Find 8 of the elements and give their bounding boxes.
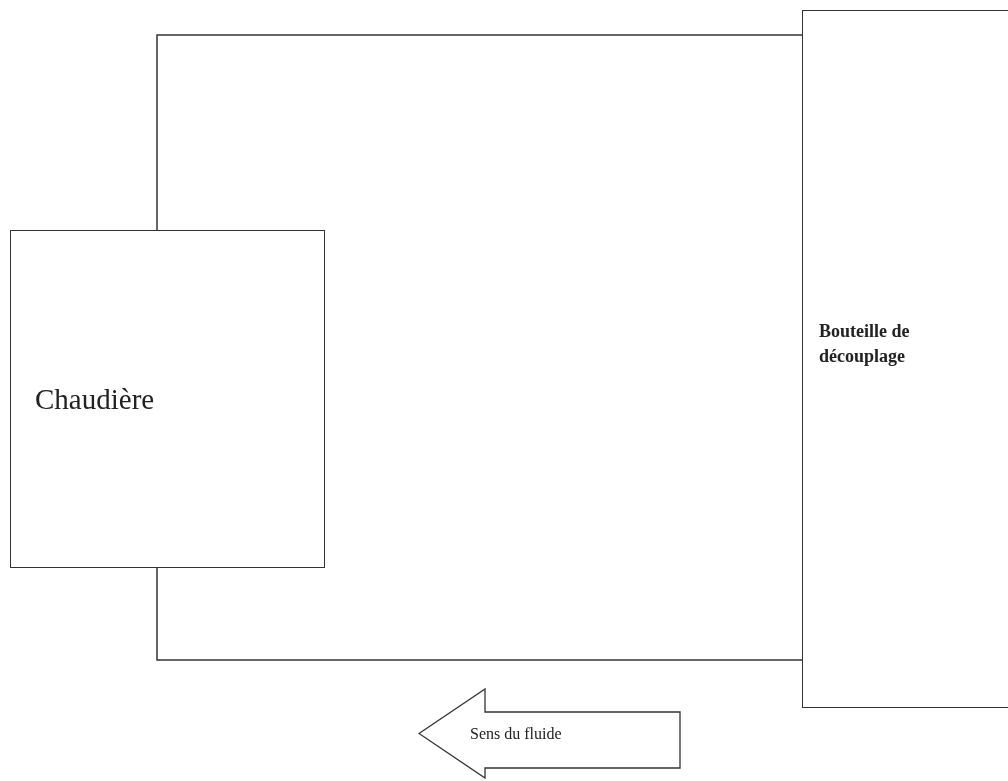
pipe-line [156, 567, 803, 661]
separator-box [802, 10, 1008, 708]
boiler-box [10, 230, 325, 568]
node-label: Chaudière [35, 382, 155, 416]
arrow-label: Sens du fluide [470, 724, 562, 743]
pipe-line [156, 34, 803, 231]
node-label: Bouteille de découplage [819, 319, 911, 368]
block-arrow [418, 688, 681, 779]
